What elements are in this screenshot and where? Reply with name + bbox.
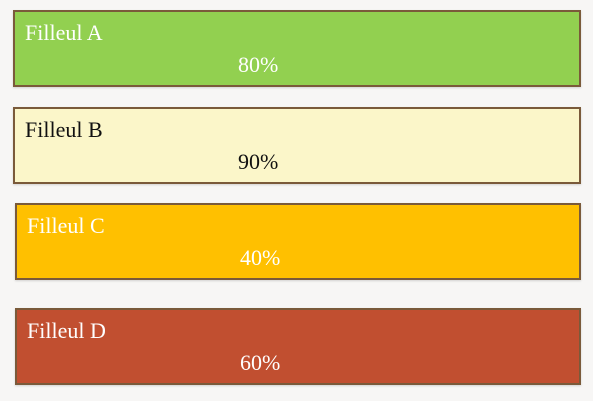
filleul-name: Filleul C <box>27 213 105 238</box>
filleul-card-c: Filleul C 40% <box>15 203 581 280</box>
filleul-card-b: Filleul B 90% <box>13 107 581 184</box>
filleul-name: Filleul A <box>25 20 103 45</box>
filleul-card-a: Filleul A 80% <box>13 10 581 87</box>
filleul-percent: 60% <box>240 350 281 375</box>
filleul-card-d: Filleul D 60% <box>15 308 581 385</box>
filleul-name: Filleul B <box>25 117 103 142</box>
filleul-name: Filleul D <box>27 318 106 343</box>
filleul-percent: 40% <box>240 245 281 270</box>
filleul-percent: 80% <box>238 52 279 77</box>
filleul-percent: 90% <box>238 149 279 174</box>
